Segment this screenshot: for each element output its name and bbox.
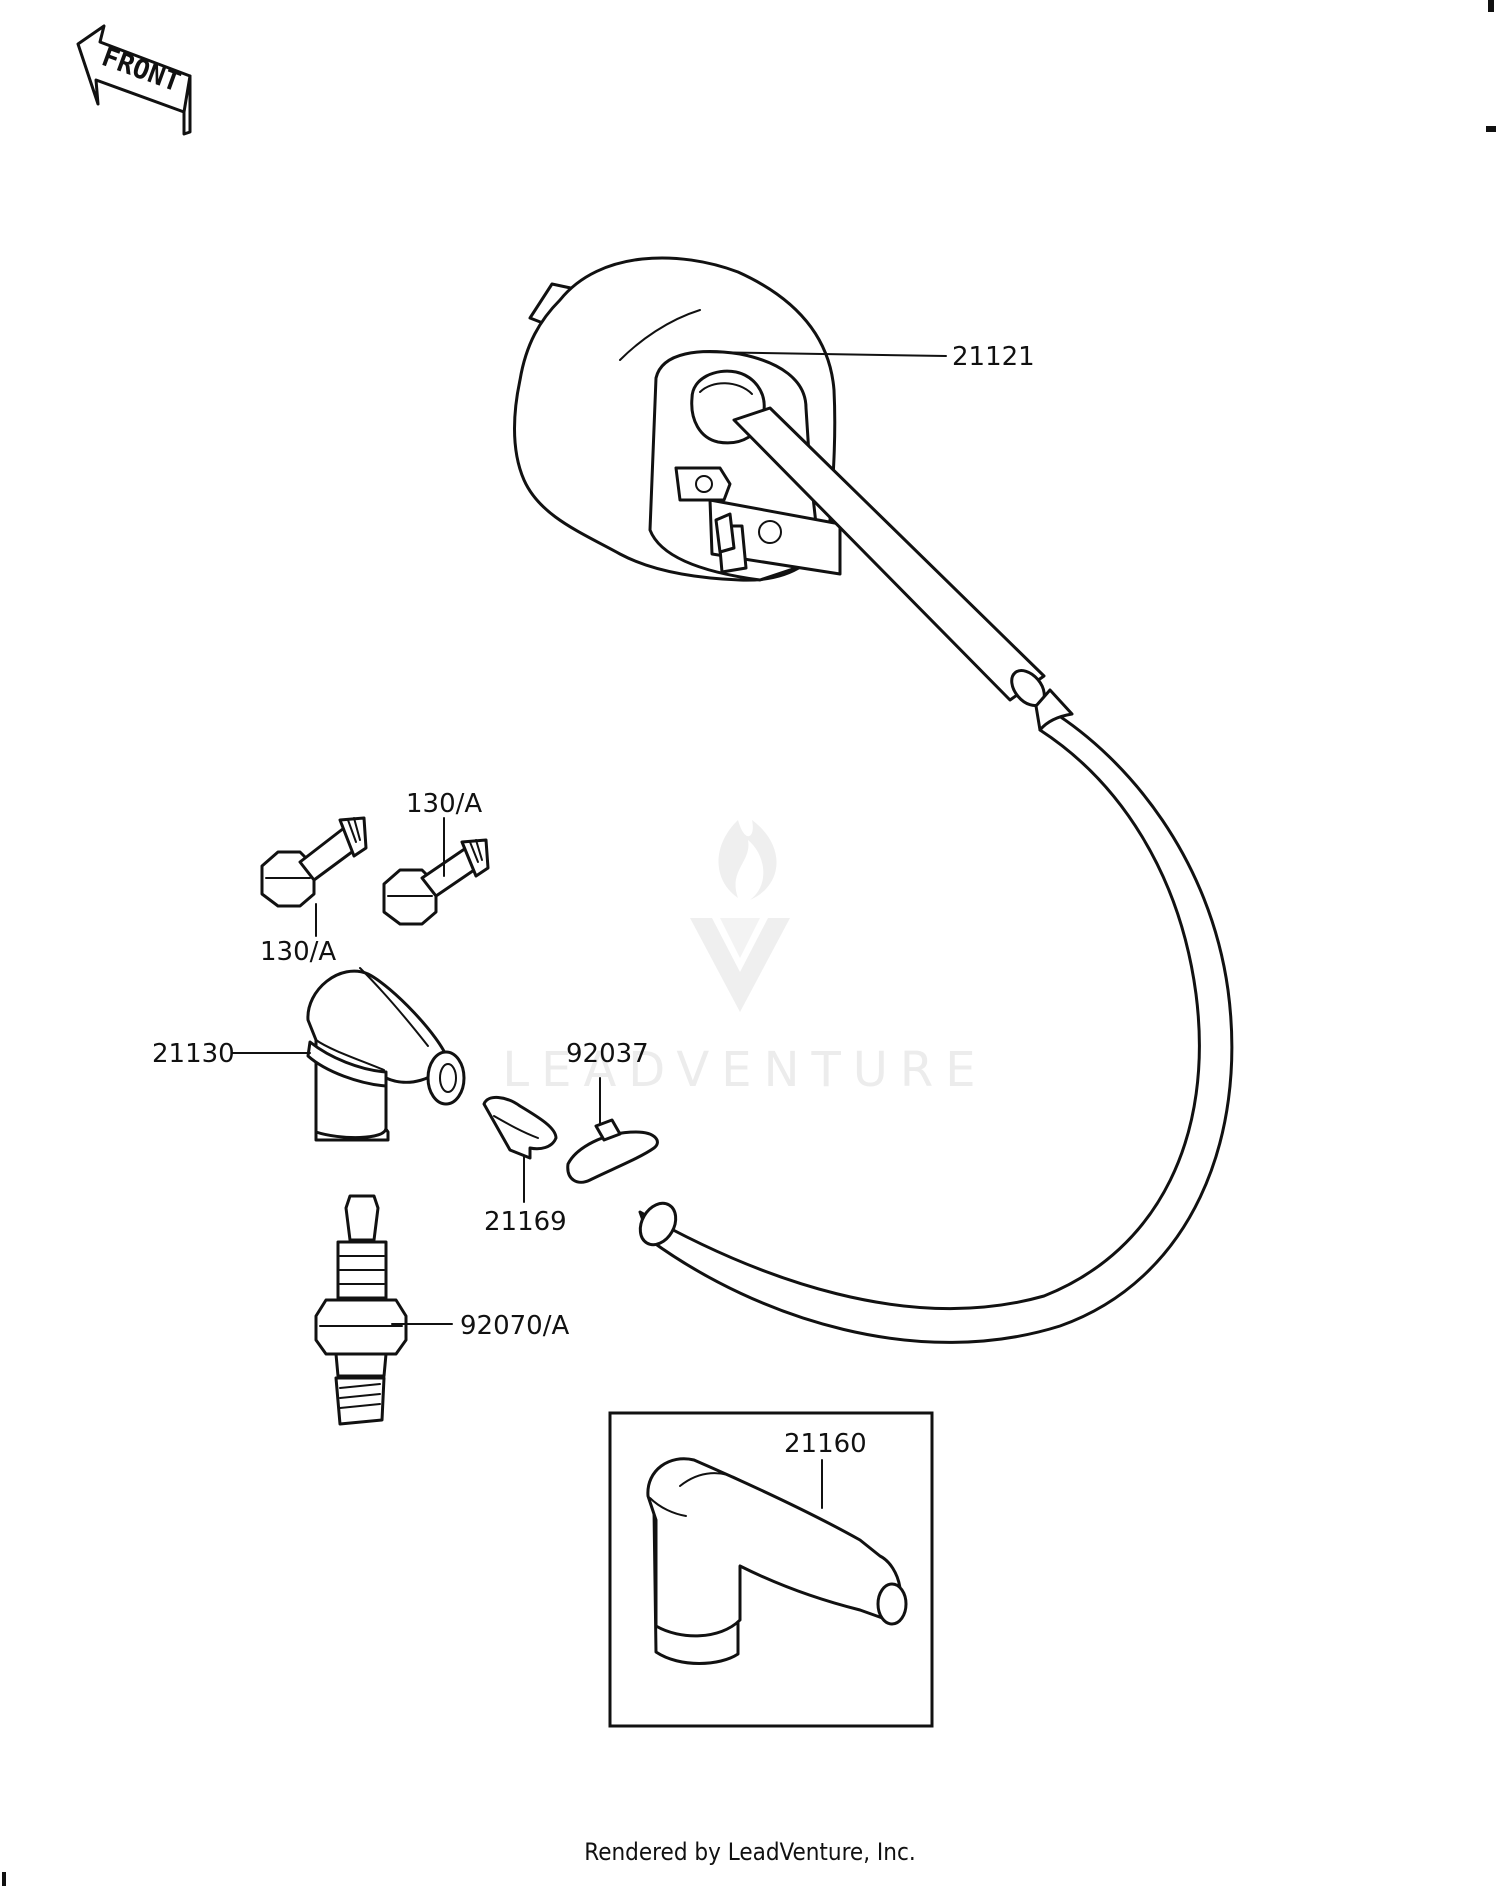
part-label: 92037 (566, 1039, 649, 1069)
part-label: 21130 (152, 1039, 235, 1069)
registration-mark (2, 1872, 6, 1886)
part-label: 92070/A (460, 1311, 569, 1341)
watermark-text: LEADVENTURE (502, 1042, 987, 1098)
spark-plug-cap (306, 967, 466, 1142)
clip (482, 1096, 558, 1160)
watermark-logo: LEADVENTURE (502, 820, 987, 1098)
bolt-left (260, 816, 368, 908)
spark-plug (314, 1194, 408, 1426)
registration-mark (1488, 0, 1494, 12)
bolt-right (382, 838, 490, 926)
high-tension-lead-upper (732, 406, 1046, 707)
part-label: 21160 (784, 1429, 867, 1459)
alternate-plug-cap (646, 1457, 908, 1665)
part-label: 21169 (484, 1207, 567, 1237)
part-label: 130/A (260, 937, 336, 967)
cable-tie (566, 1118, 659, 1184)
footer-credit: Rendered by LeadVenture, Inc. (584, 1838, 916, 1866)
inset-box (608, 1411, 934, 1728)
part-label: 130/A (406, 789, 482, 819)
leader-lines (231, 351, 947, 1509)
registration-mark (1486, 126, 1496, 132)
ignition-coil (513, 256, 842, 582)
high-tension-lead-curved (638, 688, 1234, 1344)
front-arrow-icon: FRONT (76, 24, 192, 136)
part-label: 21121 (952, 342, 1035, 372)
